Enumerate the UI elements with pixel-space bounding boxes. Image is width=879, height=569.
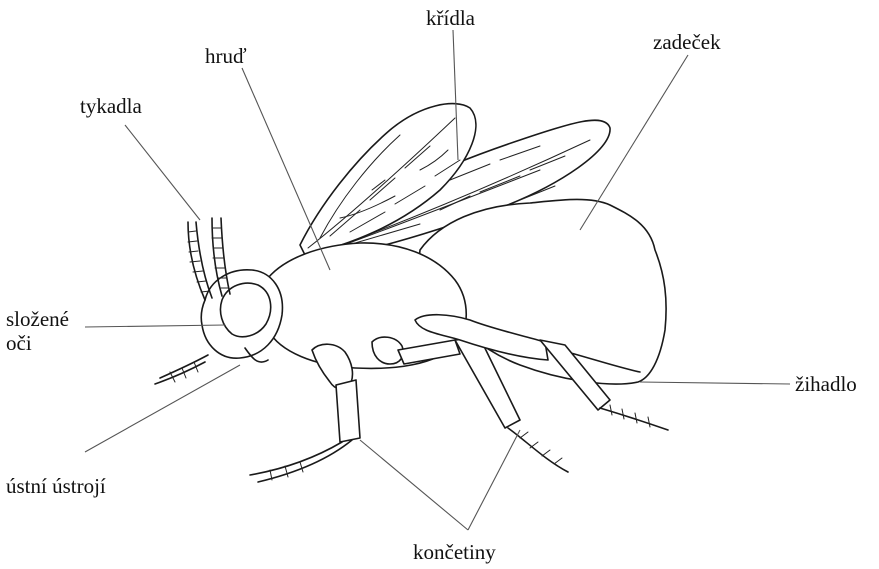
leader-legs-1	[360, 440, 468, 530]
antennae-shape	[188, 218, 230, 300]
label-sting: žihadlo	[795, 372, 857, 396]
label-compound-eyes: složené oči	[6, 307, 69, 355]
label-thorax: hruď	[205, 44, 247, 68]
label-compound-eyes-line2: oči	[6, 331, 69, 355]
label-compound-eyes-line1: složené	[6, 307, 69, 331]
leader-legs-2	[468, 430, 520, 530]
label-legs: končetiny	[413, 540, 496, 564]
leader-mouthparts	[85, 365, 240, 452]
label-wings: křídla	[426, 6, 475, 30]
label-mouthparts: ústní ústrojí	[6, 474, 106, 498]
leader-thorax	[242, 68, 330, 270]
compound-eye-shape	[220, 283, 270, 337]
label-abdomen: zadeček	[653, 30, 721, 54]
leader-sting	[640, 382, 790, 384]
front-leg-shape	[250, 344, 360, 482]
leader-antennae	[125, 125, 200, 220]
label-antennae: tykadla	[80, 94, 142, 118]
